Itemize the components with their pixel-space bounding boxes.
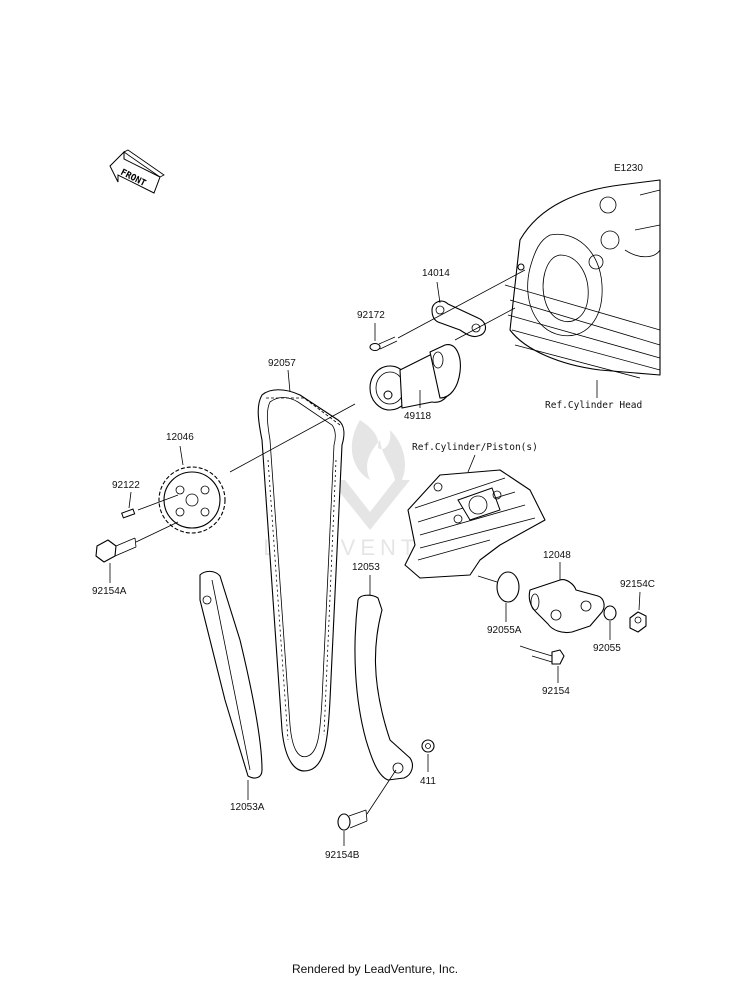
axis-line-92154B [366, 769, 397, 815]
axis-line-o-ring [477, 575, 498, 583]
o-ring-92055 [603, 605, 617, 621]
ref-cylinder-piston: Ref.Cylinder/Piston(s) [412, 442, 538, 453]
ref-cylinder-head: Ref.Cylinder Head [545, 400, 642, 411]
leader-12046 [179, 445, 184, 466]
label-14014: 14014 [422, 268, 450, 279]
footer-credit: Rendered by LeadVenture, Inc. [291, 962, 459, 976]
o-ring-92055A [496, 571, 520, 603]
diagram-code: E1230 [614, 163, 643, 174]
label-92154A: 92154A [92, 586, 127, 597]
axis-line-chain [229, 403, 356, 473]
cap-nut-92154C [629, 611, 647, 633]
tensioner-guide-12053 [354, 594, 413, 781]
label-92122: 92122 [112, 480, 140, 491]
leader-14014 [436, 281, 441, 304]
label-92154B: 92154B [325, 850, 360, 861]
label-92154C: 92154C [620, 579, 655, 590]
label-92057: 92057 [268, 358, 296, 369]
axis-line-92172 [397, 269, 526, 339]
label-92055: 92055 [593, 643, 621, 654]
washer-411 [421, 739, 435, 753]
chain-guide-12053A [199, 570, 263, 779]
label-92055A: 92055A [487, 625, 522, 636]
pin-92122 [121, 508, 136, 519]
camshaft-49118 [369, 344, 461, 411]
cylinder-block [404, 469, 546, 579]
label-12046: 12046 [166, 432, 194, 443]
label-12048: 12048 [543, 550, 571, 561]
tensioner-12048 [528, 579, 605, 634]
axis-line-camshaft [454, 307, 516, 341]
bolt-92172 [369, 336, 398, 351]
gasket-14014 [431, 300, 487, 338]
label-411: 411 [420, 776, 436, 787]
label-92154: 92154 [542, 686, 570, 697]
leader-92122 [128, 491, 132, 509]
cylinder-head [504, 179, 661, 379]
leader-92057 [287, 369, 291, 393]
label-12053A: 12053A [230, 802, 265, 813]
axis-line-92154 [519, 645, 533, 651]
leader-cylinder-piston [467, 454, 476, 473]
timing-chain-92057 [257, 389, 345, 772]
label-49118: 49118 [404, 411, 432, 422]
bolt-92154B [337, 809, 368, 831]
label-92172: 92172 [357, 310, 385, 321]
axis-line-pin [137, 494, 179, 511]
label-12053: 12053 [352, 562, 380, 573]
axis-line-92154A [135, 521, 179, 543]
leader-92154C [638, 591, 641, 611]
front-arrow-icon: FRONT [109, 149, 165, 194]
bolt-92154A [95, 537, 137, 563]
sprocket-12046 [158, 466, 226, 534]
bolt-92154 [531, 649, 565, 665]
